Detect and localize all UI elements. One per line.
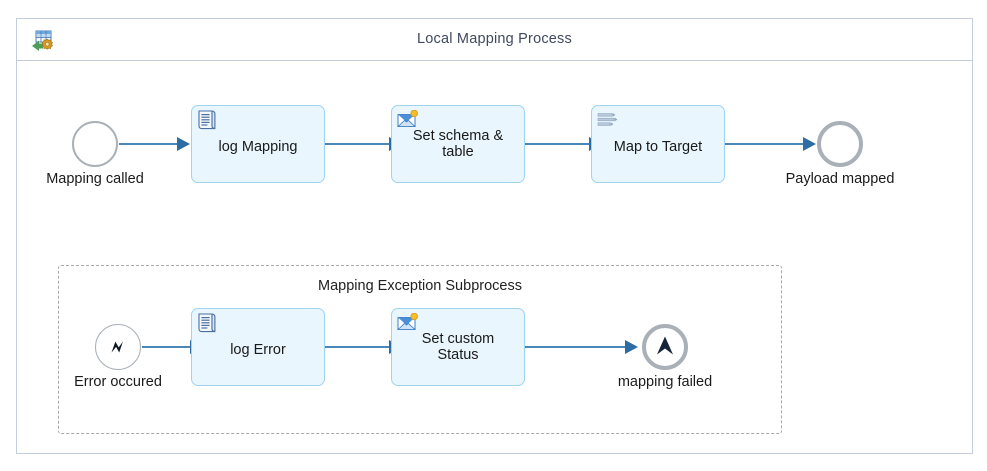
diagram-canvas: Mapping called log Mapping	[17, 61, 972, 454]
task-label: log Mapping	[218, 138, 298, 155]
script-document-icon	[197, 110, 219, 130]
task-label: log Error	[230, 341, 286, 358]
task-label: Set schema & table	[412, 127, 504, 160]
task-set-custom-status[interactable]: Set custom Status	[391, 308, 525, 386]
main-end-event[interactable]: Payload mapped	[786, 121, 894, 187]
mapping-exception-subprocess: Mapping Exception Subprocess	[58, 265, 782, 434]
main-start-event-label: Mapping called	[46, 171, 144, 187]
task-log-mapping[interactable]: log Mapping	[191, 105, 325, 183]
task-log-error[interactable]: log Error	[191, 308, 325, 386]
task-map-to-target[interactable]: Map to Target	[591, 105, 725, 183]
main-start-event[interactable]: Mapping called	[46, 121, 144, 187]
subprocess-start-event-label: Error occured	[74, 374, 162, 390]
connector-arrowhead	[177, 137, 190, 151]
connector-line	[525, 143, 593, 145]
connector-line	[325, 143, 393, 145]
mapping-lines-icon	[597, 110, 619, 130]
subprocess-title: Mapping Exception Subprocess	[318, 278, 522, 294]
connector-line	[525, 346, 629, 348]
start-event-circle	[72, 121, 118, 167]
subprocess-end-event-label: mapping failed	[617, 374, 713, 390]
connector-line	[725, 143, 807, 145]
task-set-schema-table[interactable]: Set schema & table	[391, 105, 525, 183]
escalation-arrow-icon	[642, 324, 688, 370]
connector-line	[119, 143, 181, 145]
task-label: Map to Target	[613, 138, 703, 155]
error-bolt-icon	[95, 324, 141, 370]
connector-line	[325, 346, 393, 348]
task-label: Set custom Status	[421, 330, 495, 363]
connector-arrowhead	[803, 137, 816, 151]
envelope-message-icon	[396, 312, 419, 333]
process-frame: Local Mapping Process Mapping called	[16, 18, 973, 454]
process-mapping-gear-icon	[31, 30, 55, 52]
envelope-message-icon	[396, 109, 419, 130]
subprocess-end-event[interactable]: mapping failed	[618, 324, 712, 390]
script-document-icon	[197, 313, 219, 333]
process-header: Local Mapping Process	[17, 19, 972, 61]
subprocess-start-event[interactable]: Error occured	[74, 324, 162, 390]
connector-line	[142, 346, 194, 348]
page-title: Local Mapping Process	[417, 31, 572, 47]
main-end-event-label: Payload mapped	[785, 171, 895, 187]
connector-arrowhead	[625, 340, 638, 354]
end-event-circle	[817, 121, 863, 167]
